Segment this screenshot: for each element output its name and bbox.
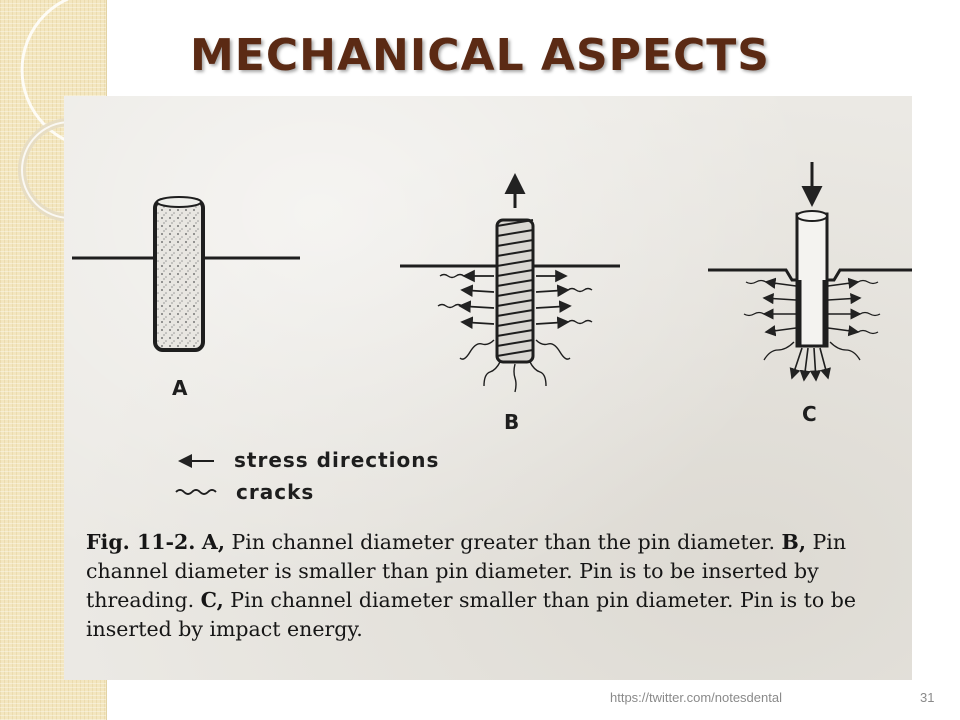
caption-b-label: B, bbox=[781, 530, 806, 554]
page-number: 31 bbox=[920, 690, 935, 705]
panel-b-diagram bbox=[400, 173, 620, 393]
caption-a-label: A, bbox=[201, 530, 225, 554]
legend-cracks: cracks bbox=[236, 480, 315, 504]
legend-stress-directions: stress directions bbox=[234, 448, 440, 472]
panel-c-label: C bbox=[802, 402, 817, 426]
caption-c-label: C, bbox=[200, 588, 224, 612]
caption-c-text: Pin channel diameter smaller than pin di… bbox=[86, 588, 856, 641]
panel-a-label: A bbox=[172, 376, 188, 400]
slide-title: MECHANICAL ASPECTS bbox=[190, 30, 770, 81]
figure-caption: Fig. 11-2. A, Pin channel diameter great… bbox=[86, 528, 908, 644]
caption-fig-ref: Fig. 11-2. bbox=[86, 530, 196, 554]
footer-url: https://twitter.com/notesdental bbox=[610, 690, 782, 705]
legend-symbols bbox=[175, 454, 217, 495]
textbook-figure-photo: A B C stress directions cracks Fig. 11-2… bbox=[64, 96, 912, 680]
panel-a-diagram bbox=[72, 196, 300, 352]
pin-diagram bbox=[72, 162, 912, 495]
panel-c-diagram bbox=[708, 162, 912, 382]
caption-a-text: Pin channel diameter greater than the pi… bbox=[231, 530, 775, 554]
panel-b-label: B bbox=[504, 410, 520, 434]
caption-b-text: Pin channel diameter is smaller than pin… bbox=[86, 530, 847, 612]
